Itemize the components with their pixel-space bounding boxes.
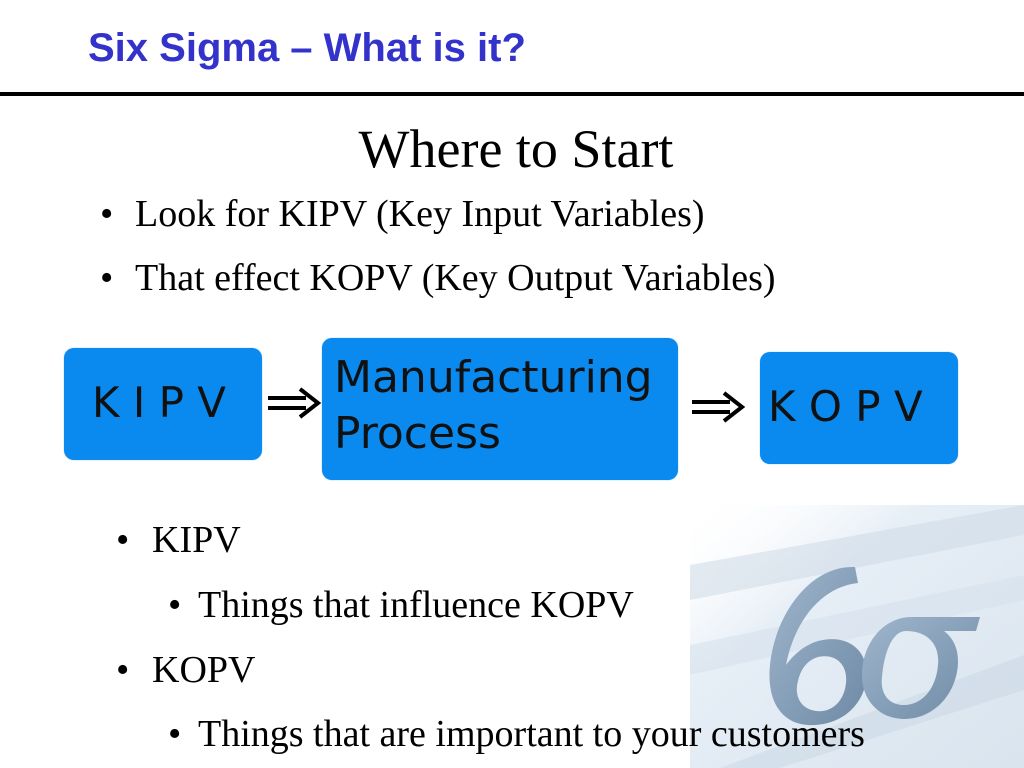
double-right-arrow-icon — [692, 391, 746, 423]
bullet-text: That effect KOPV (Key Output Variables) — [135, 257, 776, 299]
bullet-text: KIPV — [152, 519, 241, 561]
bullet-dot: • — [168, 584, 182, 626]
six-sigma-logo — [690, 505, 1024, 768]
bullet-dot: • — [100, 257, 114, 299]
section-heading: Where to Start — [358, 119, 674, 179]
process-box-label-line2: Process — [334, 408, 501, 459]
bullet-text: Things that influence KOPV — [198, 584, 634, 626]
kipv-box: K I P V — [64, 348, 262, 460]
kipv-box-label: K I P V — [92, 378, 227, 427]
double-right-arrow-icon — [268, 387, 322, 419]
bullet-dot: • — [116, 519, 130, 561]
manufacturing-process-box: Manufacturing Process — [322, 338, 678, 480]
bullet-text: KOPV — [152, 649, 256, 691]
bullet-text: Things that are important to your custom… — [198, 713, 865, 755]
bullet-dot: • — [100, 193, 114, 235]
title-divider — [0, 92, 1024, 96]
process-box-label-line1: Manufacturing — [334, 352, 653, 403]
bullet-dot: • — [168, 713, 182, 755]
kopv-box-label: K O P V — [768, 382, 923, 431]
bullet-text: Look for KIPV (Key Input Variables) — [135, 193, 705, 235]
bullet-dot: • — [116, 649, 130, 691]
slide-title: Six Sigma – What is it? — [88, 26, 526, 70]
kopv-box: K O P V — [760, 352, 958, 464]
